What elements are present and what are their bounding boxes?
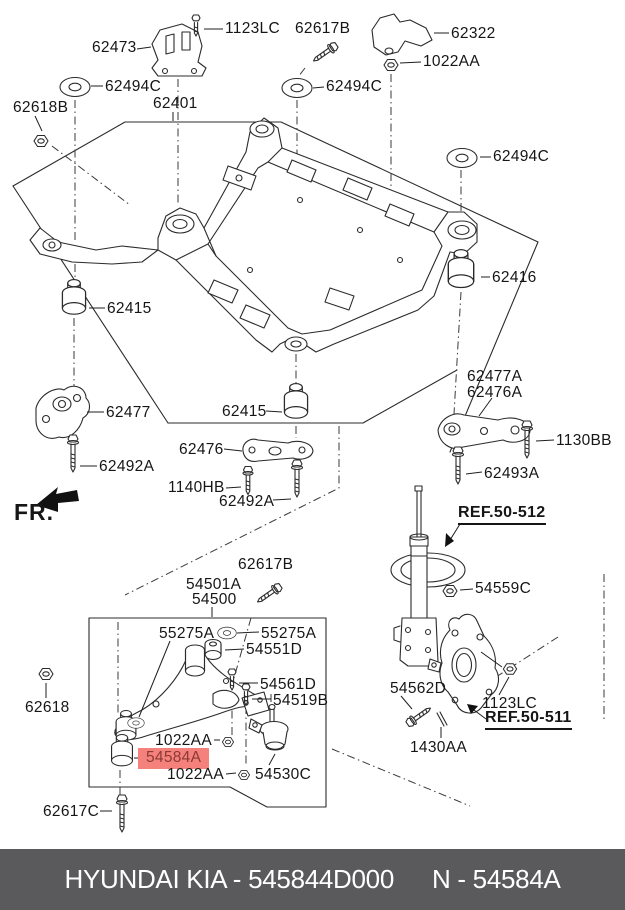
stay-bracket-62477 xyxy=(35,385,91,439)
bushing-54551d xyxy=(204,638,222,661)
pin-1430aa xyxy=(436,711,448,727)
strut-assembly xyxy=(390,485,466,667)
control-arm-drawing xyxy=(114,644,270,741)
footer-plate: HYUNDAI KIA - 545844D000 N - 54584A xyxy=(0,849,625,910)
fr-direction-arrow xyxy=(36,487,79,512)
part-label-1430aa: 1430AA xyxy=(410,739,467,756)
part-label-fr: FR. xyxy=(14,499,55,525)
part-label-62492a-center: 62492A xyxy=(219,493,275,510)
part-label-62415-left: 62415 xyxy=(107,300,152,317)
ball-joint-54530c xyxy=(248,703,289,751)
part-label-62493a: 62493A xyxy=(484,465,540,482)
part-label-62476: 62476 xyxy=(179,441,224,458)
part-label-55275a-left: 55275A xyxy=(159,625,215,642)
control-arm-box-outline xyxy=(88,617,327,808)
crossmember-drawing xyxy=(29,117,478,353)
part-label-54584a: 54584A xyxy=(138,748,210,770)
leader-lines xyxy=(34,28,555,812)
part-label-ref-50-512: REF.50-512 xyxy=(458,504,546,525)
part-label-1022aa-upper: 1022AA xyxy=(155,732,212,749)
part-label-62618b: 62618B xyxy=(13,99,69,116)
part-label-62415-center: 62415 xyxy=(222,403,267,420)
part-label-62617b-top: 62617B xyxy=(295,20,351,37)
part-label-62494c-left: 62494C xyxy=(105,78,162,95)
part-label-1022aa-top: 1022AA xyxy=(423,53,480,70)
part-label-54500: 54500 xyxy=(192,591,237,608)
subframe-sheet-outline xyxy=(12,121,539,453)
part-label-62617b-lower: 62617B xyxy=(238,556,294,573)
part-label-54561d: 54561D xyxy=(260,676,317,693)
part-label-54562d: 54562D xyxy=(390,680,447,697)
part-label-54519b: 54519B xyxy=(273,692,329,709)
part-label-62477: 62477 xyxy=(106,404,151,421)
part-label-1022aa-lower: 1022AA xyxy=(167,766,224,783)
part-label-55275a-right: 55275A xyxy=(261,625,317,642)
part-label-62617c: 62617C xyxy=(43,803,100,820)
part-label-1123lc-lower: 1123LC xyxy=(482,695,537,712)
part-label-1140hb: 1140HB xyxy=(168,479,225,496)
part-label-54551d: 54551D xyxy=(246,641,303,658)
part-label-62476a: 62476A xyxy=(467,384,523,401)
stay-bracket-62476 xyxy=(242,438,314,462)
mount-bracket-62473 xyxy=(151,23,207,77)
part-label-54501a: 54501A xyxy=(186,576,242,593)
part-label-62322: 62322 xyxy=(451,25,496,42)
part-label-62401: 62401 xyxy=(153,95,198,112)
part-label-62494c-mid: 62494C xyxy=(326,78,383,95)
part-label-1130bb: 1130BB xyxy=(556,432,612,449)
stay-bracket-62477a xyxy=(437,413,531,449)
bracket-62322 xyxy=(371,13,433,56)
part-label-1123lc-top: 1123LC xyxy=(225,20,280,37)
part-label-62477a: 62477A xyxy=(467,368,523,385)
part-label-62492a-left: 62492A xyxy=(99,458,155,475)
part-label-54559c: 54559C xyxy=(475,580,532,597)
knuckle-drawing xyxy=(427,613,500,714)
part-label-ref-50-511: REF.50-511 xyxy=(485,709,572,730)
part-label-62473: 62473 xyxy=(92,39,137,56)
part-label-62618: 62618 xyxy=(25,699,70,716)
footer-catalog-number: N - 54584A xyxy=(432,864,561,894)
part-label-62494c-right: 62494C xyxy=(493,148,550,165)
part-label-62416: 62416 xyxy=(492,269,537,286)
part-label-54530c: 54530C xyxy=(255,766,312,783)
footer-part-number: HYUNDAI KIA - 545844D000 xyxy=(64,864,394,894)
